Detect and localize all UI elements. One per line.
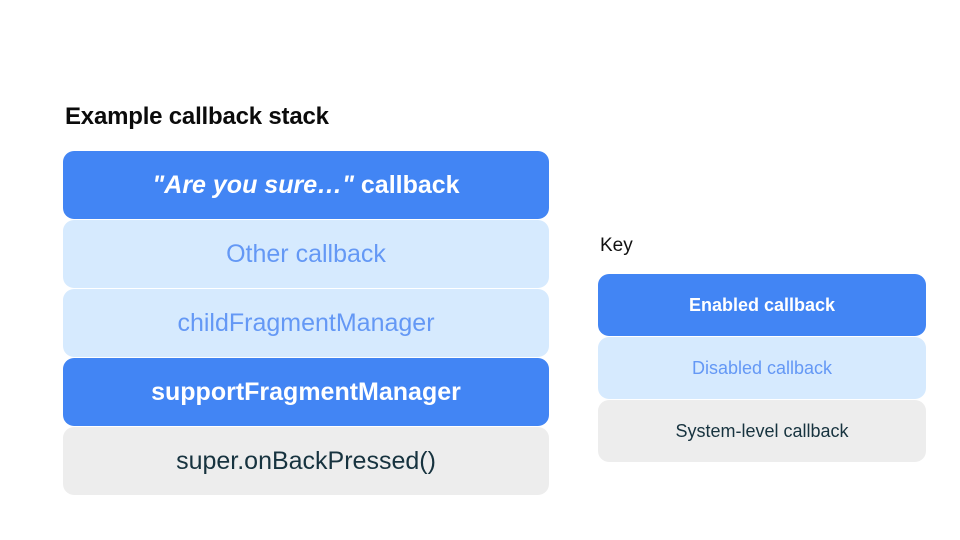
- key-item-label: System-level callback: [675, 421, 849, 441]
- key-item-label: Disabled callback: [691, 358, 833, 378]
- stack-card-label-plain: callback: [353, 171, 460, 199]
- stack-title: Example callback stack: [65, 103, 329, 130]
- stack-card-label: super.onBackPressed(): [176, 447, 436, 475]
- key-title: Key: [600, 235, 633, 256]
- key-panel: Key Enabled callback Disabled callback S…: [598, 234, 926, 462]
- stack-card-label-quoted: "Are you sure…": [152, 171, 354, 199]
- stack-card-other-callback: Other callback: [63, 220, 549, 288]
- stack-card-support-fragment-manager: supportFragmentManager: [63, 358, 549, 426]
- stack-card-label: "Are you sure…" callback: [152, 170, 459, 200]
- key-item-system-level-callback: System-level callback: [598, 400, 926, 462]
- key-legend-list: Enabled callback Disabled callback Syste…: [598, 274, 926, 462]
- stack-card-label: supportFragmentManager: [151, 378, 461, 406]
- stack-card-label: childFragmentManager: [177, 309, 435, 337]
- stack-card-label: Other callback: [226, 240, 386, 268]
- key-item-label: Enabled callback: [688, 295, 836, 315]
- stack-card-are-you-sure: "Are you sure…" callback: [63, 151, 549, 219]
- callback-stack-panel: Example callback stack "Are you sure…" c…: [63, 100, 549, 495]
- key-item-disabled-callback: Disabled callback: [598, 337, 926, 399]
- stack-card-super-on-back-pressed: super.onBackPressed(): [63, 427, 549, 495]
- key-item-enabled-callback: Enabled callback: [598, 274, 926, 336]
- callback-stack-list: "Are you sure…" callback Other callback …: [63, 151, 549, 495]
- stack-card-child-fragment-manager: childFragmentManager: [63, 289, 549, 357]
